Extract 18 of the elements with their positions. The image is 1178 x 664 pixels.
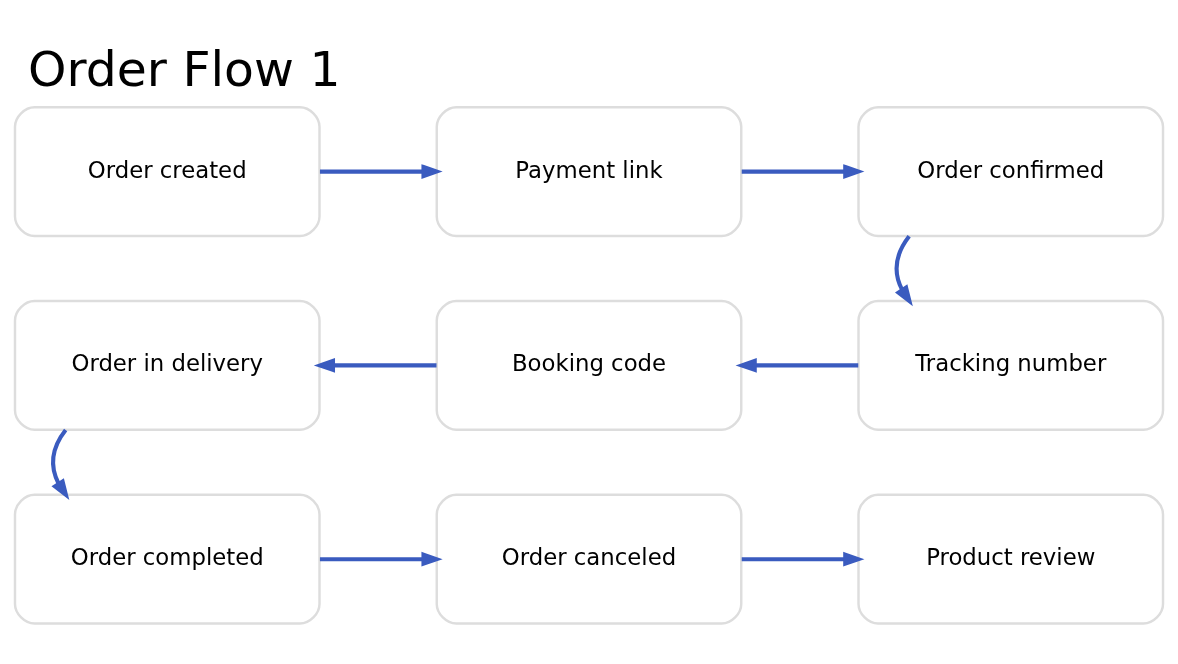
arrow — [319, 164, 443, 180]
node-box: Order completed — [13, 493, 321, 625]
node-box: Tracking number — [857, 299, 1165, 431]
node-box: Product review — [857, 493, 1165, 625]
arrow — [741, 164, 865, 180]
arrow — [319, 551, 443, 567]
node-box: Order created — [13, 106, 321, 238]
arrow — [894, 235, 913, 307]
node-box: Order confirmed — [857, 106, 1165, 238]
node-box: Payment link — [435, 106, 743, 238]
arrow — [51, 428, 70, 500]
arrow — [735, 357, 859, 373]
node-box: Booking code — [435, 299, 743, 431]
node-box: Order in delivery — [13, 299, 321, 431]
diagram-title: Order Flow 1 — [28, 41, 341, 99]
arrow — [741, 551, 865, 567]
arrow — [313, 357, 437, 373]
node-box: Order canceled — [435, 493, 743, 625]
